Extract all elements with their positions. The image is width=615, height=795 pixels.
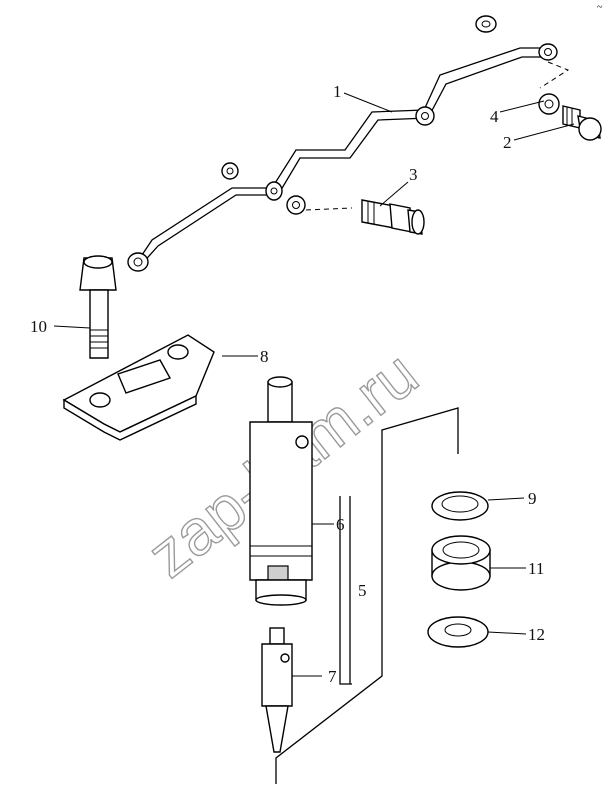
pipe-washers bbox=[221, 15, 497, 215]
callout-3: 3 bbox=[409, 165, 418, 184]
clamp-plate bbox=[62, 334, 215, 441]
injector-group-bracket bbox=[339, 496, 352, 685]
fuel-pipe bbox=[127, 43, 558, 272]
callout-1: 1 bbox=[333, 82, 342, 101]
seal-ring bbox=[431, 491, 489, 521]
callout-11: 11 bbox=[528, 559, 544, 578]
callout-5: 5 bbox=[358, 581, 367, 600]
leader-lines bbox=[53, 92, 575, 677]
bolt bbox=[79, 255, 117, 359]
sleeve-group-line bbox=[275, 407, 459, 784]
callout-2: 2 bbox=[503, 133, 512, 152]
callout-8: 8 bbox=[260, 347, 269, 366]
sealing-washer bbox=[538, 93, 560, 115]
connector-line-fitting bbox=[305, 207, 353, 211]
sleeve bbox=[431, 535, 491, 591]
nozzle bbox=[261, 627, 293, 753]
callout-6: 6 bbox=[336, 515, 345, 534]
callout-7: 7 bbox=[328, 667, 337, 686]
connector-line-top bbox=[539, 61, 570, 89]
callout-9: 9 bbox=[528, 489, 537, 508]
union-fitting bbox=[361, 199, 425, 235]
callout-12: 12 bbox=[528, 625, 545, 644]
banjo-bolt bbox=[562, 105, 602, 141]
callout-4: 4 bbox=[490, 107, 499, 126]
injector-body bbox=[249, 376, 313, 606]
copper-washer bbox=[427, 616, 489, 648]
corner-mark: ~ bbox=[597, 2, 603, 13]
callout-10: 10 bbox=[30, 317, 47, 336]
